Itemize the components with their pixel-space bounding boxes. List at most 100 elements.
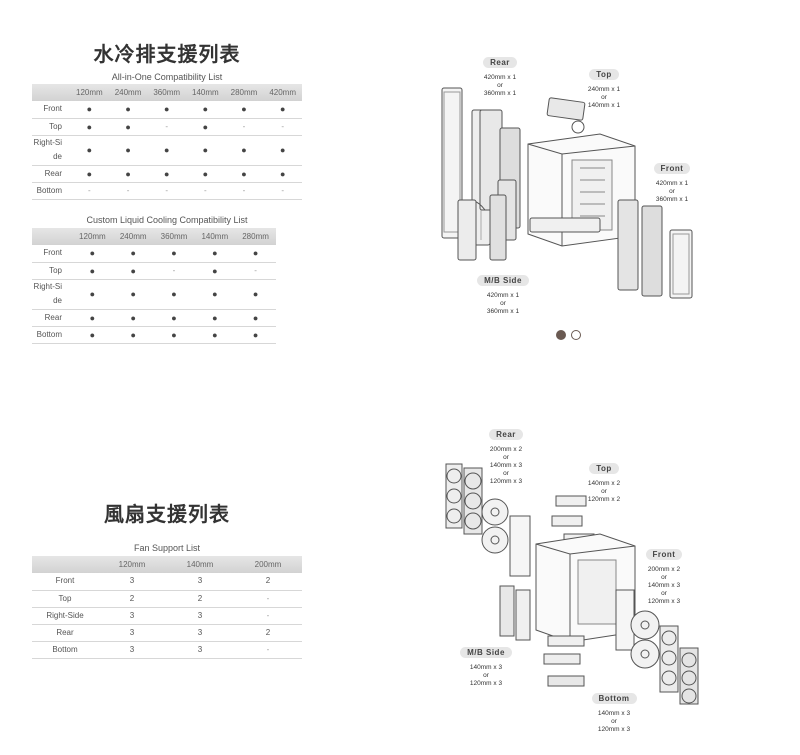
header-corner [32, 556, 98, 573]
table-cell: ● [108, 135, 148, 166]
table-row: Front●●●●●● [32, 101, 302, 119]
table-cell: 3 [98, 607, 166, 625]
rear-line-3: 360mm x 1 [483, 90, 517, 97]
table-cell: - [186, 182, 225, 200]
front-label: Front [653, 163, 691, 174]
fan-table-caption: Fan Support List [133, 543, 201, 553]
table-cell: ● [235, 245, 276, 263]
row-label: Bottom [32, 326, 72, 344]
table-cell: ● [263, 135, 302, 166]
fan-rear-callout: Rear 200mm x 2 or 140mm x 3 or 120mm x 3 [476, 424, 536, 486]
table-cell: 2 [234, 624, 302, 642]
row-label: Top [32, 590, 98, 608]
row-label-text: Bottom [52, 644, 78, 654]
table-cell: ● [194, 326, 236, 344]
carousel-dot-2[interactable] [571, 330, 581, 340]
table-cell: ● [194, 279, 236, 310]
column-header: 140mm [194, 228, 236, 245]
row-label-text: Right-Side [33, 282, 62, 305]
table-cell: 2 [166, 590, 234, 608]
column-header: 140mm [166, 556, 234, 573]
table-cell: 3 [98, 624, 166, 642]
table-cell: ● [224, 135, 264, 166]
table-row: Bottom------ [32, 182, 302, 200]
fan-front-line-1: 200mm x 2 [647, 566, 681, 573]
table-cell: - [153, 262, 195, 280]
fan-top-callout: Top 140mm x 2 or 120mm x 2 [574, 458, 634, 504]
front-radiator-callout: Front 420mm x 1 or 360mm x 1 [642, 158, 702, 204]
fan-bottom-callout: Bottom 140mm x 3 or 120mm x 3 [584, 688, 644, 734]
header-corner [32, 84, 71, 101]
table-cell: 3 [166, 607, 234, 625]
table-cell: ● [235, 326, 276, 344]
fan-bottom-line-3: 120mm x 3 [597, 726, 631, 733]
row-label: Front [32, 245, 72, 263]
fan-section-title: 風扇支援列表 [104, 502, 230, 526]
row-label-text: Bottom [36, 185, 62, 195]
table-cell: ● [153, 326, 195, 344]
column-header: 240mm [112, 228, 154, 245]
fan-top-line-1: 140mm x 2 [587, 480, 621, 487]
column-header: 140mm [186, 84, 225, 101]
top-line-3: 140mm x 1 [587, 102, 621, 109]
table-cell: ● [147, 101, 187, 119]
column-header: 280mm [235, 228, 276, 245]
front-line-1: 420mm x 1 [655, 180, 689, 187]
fan-top-line-3: 120mm x 2 [587, 496, 621, 503]
row-label-text: Front [43, 104, 62, 114]
row-label: Front [32, 101, 71, 119]
column-header: 120mm [72, 228, 113, 245]
row-label: Right-Side [32, 279, 72, 310]
table-cell: ● [72, 279, 113, 310]
table-cell: ● [70, 101, 109, 119]
top-line-2: or [601, 94, 607, 101]
column-header: 120mm [98, 556, 166, 573]
row-label: Rear [32, 309, 72, 327]
fan-front-line-2: or [661, 574, 667, 581]
case-fan-illustration [445, 463, 699, 705]
carousel-dot-1[interactable] [556, 330, 566, 340]
table-row: Front●●●●● [32, 245, 302, 263]
column-header: 200mm [234, 556, 302, 573]
aio-section-title: 水冷排支援列表 [93, 42, 241, 66]
table-cell: ● [72, 262, 113, 280]
fan-front-callout: Front 200mm x 2 or 140mm x 3 or 120mm x … [634, 544, 694, 606]
front-line-3: 360mm x 1 [655, 196, 689, 203]
rear-label: Rear [483, 57, 517, 68]
fan-top-line-2: or [601, 488, 607, 495]
fan-rear-line-1: 200mm x 2 [489, 446, 523, 453]
table-cell: 3 [98, 573, 166, 591]
table-cell: - [224, 118, 264, 136]
table-cell: ● [153, 245, 195, 263]
table-cell: ● [112, 326, 154, 344]
table-cell: - [263, 182, 302, 200]
table-cell: ● [186, 165, 225, 183]
table-cell: ● [194, 245, 236, 263]
mbside-radiator-callout: M/B Side 420mm x 1 or 360mm x 1 [473, 270, 533, 316]
row-label-text: Front [55, 576, 75, 586]
table-row: Rear●●●●● [32, 309, 302, 327]
row-label: Right-Side [32, 135, 71, 166]
fan-mbside-line-1: 140mm x 3 [469, 664, 503, 671]
top-line-1: 240mm x 1 [587, 86, 621, 93]
header-corner [32, 228, 72, 245]
table-cell: ● [147, 135, 187, 166]
row-label-text: Rear [44, 312, 62, 322]
table-cell: - [224, 182, 264, 200]
row-label: Rear [32, 624, 98, 642]
table-cell: ● [112, 245, 154, 263]
table-cell: ● [112, 279, 154, 310]
fan-mbside-line-2: or [483, 672, 489, 679]
table-cell: ● [263, 101, 302, 119]
rear-line-1: 420mm x 1 [483, 74, 517, 81]
table-row: Right-Side●●●●● [32, 279, 302, 310]
table-cell: ● [147, 165, 187, 183]
fan-bottom-label: Bottom [591, 693, 637, 704]
row-label: Top [32, 118, 71, 136]
